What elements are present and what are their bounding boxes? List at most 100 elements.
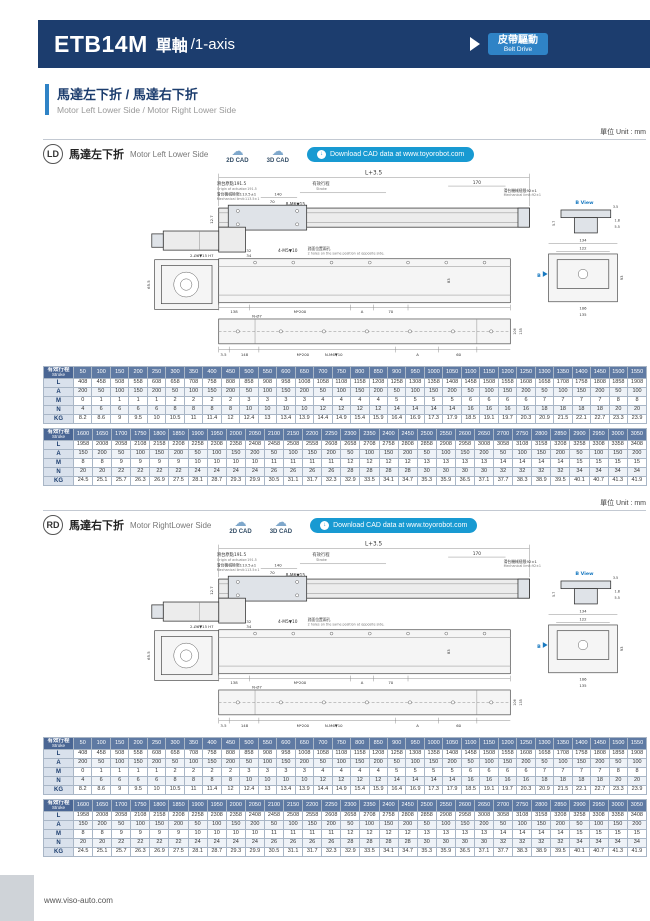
- table-cell: 3108: [512, 440, 533, 450]
- table-cell: 22.7: [590, 785, 610, 795]
- stroke-value: 400: [202, 737, 222, 750]
- table-cell: 858: [239, 378, 259, 388]
- table-cell: 2: [183, 396, 204, 406]
- stroke-label-en: Stroke: [316, 187, 327, 191]
- table-cell: 16: [460, 776, 481, 786]
- row-label: KG: [43, 785, 74, 795]
- stroke-value: 2600: [454, 799, 475, 812]
- table-cell: 38.9: [531, 847, 552, 857]
- dim-70: 70: [270, 199, 275, 204]
- table-cell: 200: [294, 758, 315, 768]
- table-cell: 3: [276, 767, 296, 777]
- technical-drawing: L+3.5 滑台原點191.5 Origin of actuator:191.5…: [43, 537, 646, 733]
- cloud-icon: ☁: [274, 514, 287, 529]
- stroke-value: 550: [257, 366, 278, 379]
- n-o7-label: N-Ø7: [252, 314, 262, 319]
- table-cell: 1858: [608, 749, 629, 759]
- cad-2d-button[interactable]: ☁ 2D CAD: [226, 143, 249, 164]
- table-cell: 29.9: [244, 847, 265, 857]
- table-cell: 20: [608, 776, 629, 786]
- table-cell: 100: [405, 758, 425, 768]
- mech-limit-right-cn: 滑台機械極限92±1: [504, 188, 538, 193]
- stroke-value: 2550: [435, 428, 456, 441]
- table-cell: 2158: [149, 811, 170, 821]
- table-cell: 200: [626, 820, 648, 830]
- dim-140: 140: [274, 192, 282, 197]
- table-cell: 30: [454, 467, 475, 477]
- cross-section-view: 134 122 93 B 106 135: [537, 238, 624, 318]
- table-cell: 200: [220, 387, 241, 397]
- table-cell: 7: [590, 767, 610, 777]
- table-cell: 6: [109, 776, 130, 786]
- table-cell: 15.4: [350, 414, 370, 424]
- stroke-value: 1300: [534, 366, 555, 379]
- table-cell: 200: [397, 449, 418, 459]
- stroke-value: 1150: [479, 366, 499, 379]
- side-holes-en: 2 holes on the same position at opposite…: [308, 251, 385, 255]
- table-cell: 150: [350, 758, 370, 768]
- table-cell: 14.9: [331, 414, 352, 424]
- table-cell: 10: [244, 829, 265, 839]
- table-cell: 22: [111, 838, 132, 848]
- table-cell: 13.9: [294, 785, 315, 795]
- table-cell: 24.5: [72, 476, 94, 486]
- cad-2d-button[interactable]: ☁ 2D CAD: [229, 514, 252, 535]
- b-arrow-icon: [542, 271, 548, 277]
- table-cell: 8: [165, 776, 185, 786]
- table-cell: 31.1: [283, 847, 304, 857]
- table-cell: 50: [91, 387, 111, 397]
- stroke-value: 50: [72, 366, 93, 379]
- table-cell: 15: [588, 458, 609, 468]
- table-cell: 18: [590, 405, 610, 415]
- table-cell: 32.9: [340, 847, 361, 857]
- table-cell: 24: [206, 838, 227, 848]
- dim-106-bottom: 106: [579, 305, 587, 310]
- table-cell: 26.3: [130, 847, 151, 857]
- end-view: 65.5: [146, 630, 220, 681]
- table-cell: 100: [359, 820, 380, 830]
- table-cell: 50: [111, 449, 132, 459]
- download-cad-button[interactable]: ↓ Download CAD data at www.toyorobot.com: [310, 517, 478, 533]
- stroke-value: 2000: [225, 428, 246, 441]
- dim-a: A: [361, 309, 364, 314]
- side-holes-cn: 對面位置兩孔: [308, 617, 331, 622]
- cad-3d-button[interactable]: ☁ 3D CAD: [266, 143, 289, 164]
- table-cell: 3: [294, 396, 315, 406]
- stroke-value: 2700: [493, 428, 514, 441]
- side-holes-en: 2 holes on the same position at opposite…: [308, 622, 385, 626]
- stroke-value: 1500: [608, 366, 629, 379]
- dim-93: 93: [619, 646, 624, 651]
- row-label: KG: [43, 414, 74, 424]
- table-cell: 3308: [588, 811, 609, 821]
- table-cell: 32.3: [321, 847, 342, 857]
- table-cell: 5: [423, 767, 444, 777]
- end-view: 65.5: [146, 259, 220, 310]
- table-cell: 6: [91, 405, 111, 415]
- mech-limit-right-en: Mechanical limit:92±1: [504, 193, 541, 197]
- stroke-value: 1400: [571, 366, 592, 379]
- table-cell: 22.1: [571, 785, 592, 795]
- table-cell: 16: [479, 405, 499, 415]
- table-cell: 41.9: [626, 476, 648, 486]
- stroke-value: 250: [146, 737, 167, 750]
- drive-type-en: Belt Drive: [503, 45, 533, 53]
- table-cell: 2558: [302, 811, 323, 821]
- table-cell: 25.1: [92, 476, 113, 486]
- table-cell: 2008: [92, 440, 113, 450]
- table-cell: 6: [516, 396, 536, 406]
- table-cell: 50: [608, 387, 629, 397]
- n-m6-label: N-M6▼10: [325, 723, 343, 728]
- cad-3d-button[interactable]: ☁ 3D CAD: [269, 514, 293, 535]
- download-cad-button[interactable]: ↓ Download CAD data at www.toyorobot.com: [306, 146, 475, 162]
- table-cell: 1558: [497, 378, 518, 388]
- table-cell: 100: [109, 387, 130, 397]
- table-cell: 37.7: [493, 847, 514, 857]
- section-title-en: Motor Left Lower Side: [130, 149, 209, 159]
- table-cell: 32: [512, 838, 533, 848]
- table-cell: 4: [313, 396, 333, 406]
- table-cell: 4: [72, 405, 93, 415]
- drive-type-badge: 皮帶驅動 Belt Drive: [488, 32, 548, 56]
- table-cell: 4: [368, 396, 388, 406]
- stroke-value: 1100: [460, 737, 481, 750]
- row-label: A: [43, 758, 74, 768]
